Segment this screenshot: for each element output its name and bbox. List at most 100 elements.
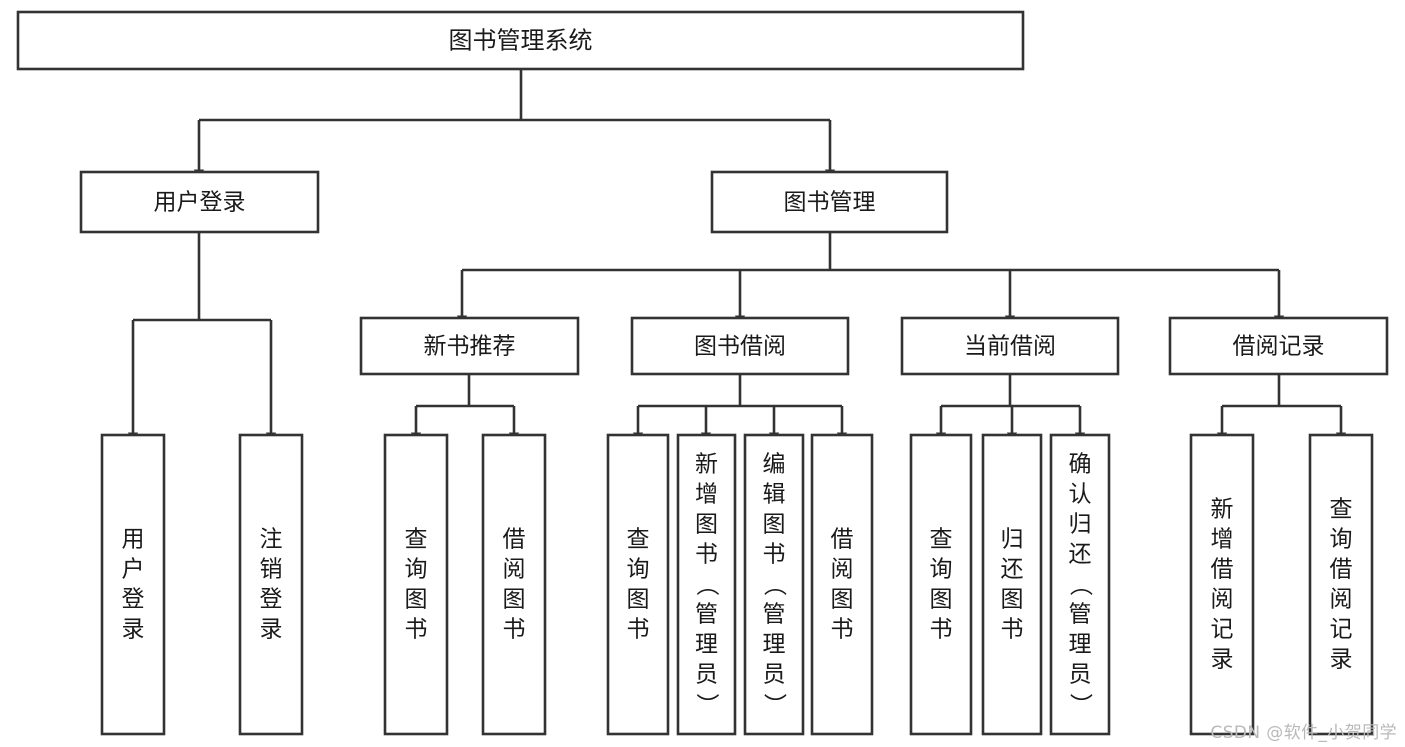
node-l3-新书推荐[interactable]: 新书推荐 xyxy=(359,316,580,376)
node-l3-借阅记录-label: 借阅记录 xyxy=(1233,334,1325,360)
svg-text:书: 书 xyxy=(763,542,786,568)
node-l3-新书推荐-label: 新书推荐 xyxy=(424,334,516,360)
node-l2-图书管理-label: 图书管理 xyxy=(784,190,876,216)
svg-text:注: 注 xyxy=(260,527,283,553)
svg-text:图: 图 xyxy=(831,587,854,613)
svg-text:阅: 阅 xyxy=(1211,587,1234,613)
node-l3-图书借阅[interactable]: 图书借阅 xyxy=(630,316,850,376)
svg-text:录: 录 xyxy=(122,617,145,643)
node-l2-用户登录-label: 用户登录 xyxy=(154,190,246,216)
node-l3-当前借阅[interactable]: 当前借阅 xyxy=(900,316,1120,376)
svg-text:还: 还 xyxy=(1069,542,1092,568)
svg-text:（: （ xyxy=(761,573,787,596)
svg-text:录: 录 xyxy=(1330,647,1353,673)
svg-text:图: 图 xyxy=(503,587,526,613)
svg-text:）: ） xyxy=(694,693,720,716)
leaf-label-vertical: 用户登录 xyxy=(122,527,145,643)
node-l3-借阅记录[interactable]: 借阅记录 xyxy=(1168,316,1389,376)
edge-root-to-level2 xyxy=(193,69,836,179)
node-l3-图书借阅-label: 图书借阅 xyxy=(694,334,786,360)
svg-text:理: 理 xyxy=(1069,632,1092,658)
svg-text:（: （ xyxy=(694,573,720,596)
svg-text:确: 确 xyxy=(1069,452,1092,478)
svg-text:登: 登 xyxy=(260,587,283,613)
edge-record-to-leaves xyxy=(1216,374,1347,442)
svg-text:记: 记 xyxy=(1211,617,1234,643)
node-l2-用户登录[interactable]: 用户登录 xyxy=(79,170,320,234)
leaf-node-用户登录-0[interactable]: 用户登录 xyxy=(100,433,166,736)
svg-text:图: 图 xyxy=(1001,587,1024,613)
node-root-图书管理系统-label: 图书管理系统 xyxy=(449,27,593,55)
svg-text:员: 员 xyxy=(763,662,786,688)
node-l3-当前借阅-label: 当前借阅 xyxy=(964,334,1056,360)
svg-text:询: 询 xyxy=(930,557,953,583)
svg-text:图: 图 xyxy=(763,512,786,538)
svg-text:户: 户 xyxy=(122,557,145,583)
svg-text:书: 书 xyxy=(1001,617,1024,643)
edge-current-to-leaves xyxy=(935,374,1086,442)
svg-text:记: 记 xyxy=(1330,617,1353,643)
svg-text:员: 员 xyxy=(1069,662,1092,688)
svg-text:录: 录 xyxy=(1211,647,1234,673)
svg-text:登: 登 xyxy=(122,587,145,613)
svg-text:认: 认 xyxy=(1069,482,1092,508)
svg-text:管: 管 xyxy=(763,602,786,628)
svg-text:询: 询 xyxy=(1330,527,1353,553)
svg-text:书: 书 xyxy=(503,617,526,643)
svg-text:归: 归 xyxy=(1069,512,1092,538)
svg-text:）: ） xyxy=(1067,693,1093,716)
svg-text:增: 增 xyxy=(695,482,718,508)
svg-text:新: 新 xyxy=(1211,497,1234,523)
svg-text:员: 员 xyxy=(695,662,718,688)
svg-text:（: （ xyxy=(1067,573,1093,596)
svg-text:书: 书 xyxy=(930,617,953,643)
svg-text:图: 图 xyxy=(627,587,650,613)
svg-text:图: 图 xyxy=(695,512,718,538)
edge-new-book-to-leaves xyxy=(410,374,520,442)
svg-text:理: 理 xyxy=(695,632,718,658)
svg-text:借: 借 xyxy=(1330,557,1353,583)
edge-book-mgmt-to-level3 xyxy=(456,232,1285,325)
svg-text:辑: 辑 xyxy=(763,482,786,508)
svg-text:书: 书 xyxy=(405,617,428,643)
svg-text:用: 用 xyxy=(122,527,145,553)
svg-text:询: 询 xyxy=(405,557,428,583)
node-boxes: 图书管理系统用户登录图书管理新书推荐图书借阅当前借阅借阅记录用户登录注销登录查询… xyxy=(16,10,1389,736)
svg-text:理: 理 xyxy=(763,632,786,658)
connector-lines xyxy=(127,69,1347,442)
node-l2-图书管理[interactable]: 图书管理 xyxy=(710,170,949,234)
svg-text:还: 还 xyxy=(1001,557,1024,583)
svg-text:管: 管 xyxy=(695,602,718,628)
svg-text:）: ） xyxy=(761,693,787,716)
node-root-图书管理系统[interactable]: 图书管理系统 xyxy=(16,10,1025,71)
svg-text:新: 新 xyxy=(695,452,718,478)
edge-user-login-to-leaves xyxy=(127,232,277,442)
svg-text:借: 借 xyxy=(831,527,854,553)
svg-text:编: 编 xyxy=(763,452,786,478)
svg-text:书: 书 xyxy=(695,542,718,568)
svg-text:询: 询 xyxy=(627,557,650,583)
svg-text:销: 销 xyxy=(260,557,283,583)
